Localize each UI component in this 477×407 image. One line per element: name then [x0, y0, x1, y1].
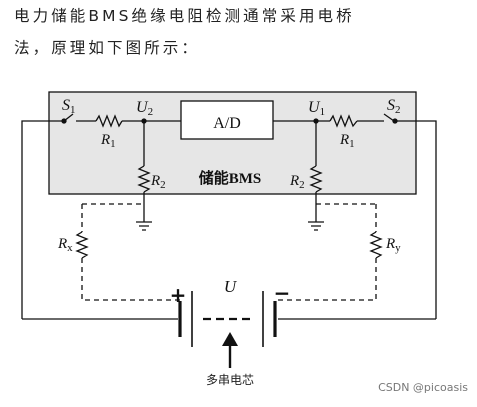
r1-right-label: R1 — [339, 132, 355, 150]
resistor-r2-left — [137, 165, 151, 193]
cells-arrow-icon — [222, 332, 238, 368]
resistor-r1-right — [329, 114, 358, 128]
resistor-rx — [75, 231, 89, 259]
left-outer-wire — [21, 120, 62, 319]
ground-right-icon — [308, 221, 324, 231]
switch-s1-blade — [63, 113, 74, 122]
dashed-ry-battery — [275, 258, 377, 301]
intro-text: 电力储能BMS绝缘电阻检测通常采用电桥 法，原理如下图所示： — [14, 0, 469, 64]
resistor-r2-right — [309, 165, 323, 193]
minus-sign-label: − — [274, 281, 291, 305]
r2-left-label: R2 — [150, 173, 166, 191]
intro-line-1: 电力储能BMS绝缘电阻检测通常采用电桥 — [14, 7, 355, 25]
battery-pack-icon — [178, 291, 277, 347]
resistor-r1-left — [95, 114, 123, 128]
r2-right-label: R2 — [289, 173, 305, 191]
ad-box — [180, 100, 274, 140]
r1-left-label: R1 — [100, 132, 116, 150]
battery-voltage-label: U — [224, 277, 238, 296]
switch-s1-label: S1 — [62, 97, 76, 116]
switch-s2-blade — [383, 113, 395, 122]
ad-label: A/D — [213, 115, 241, 132]
plus-sign-label: + — [170, 283, 187, 307]
dashed-rx-battery — [81, 258, 184, 301]
rx-label: Rx — [57, 236, 73, 254]
node-u2-label: U2 — [136, 99, 153, 118]
node-u1-label: U1 — [308, 99, 325, 118]
ry-label: Ry — [385, 236, 401, 254]
switch-s2-label: S2 — [387, 97, 401, 116]
intro-line-2: 法，原理如下图所示： — [14, 39, 201, 57]
watermark: CSDN @picoasis — [378, 381, 468, 394]
right-outer-wire — [395, 120, 437, 319]
cells-label: 多串电芯 — [206, 373, 254, 387]
ground-left-icon — [136, 221, 152, 231]
resistor-ry — [369, 231, 383, 259]
bms-label: 储能BMS — [199, 169, 262, 187]
